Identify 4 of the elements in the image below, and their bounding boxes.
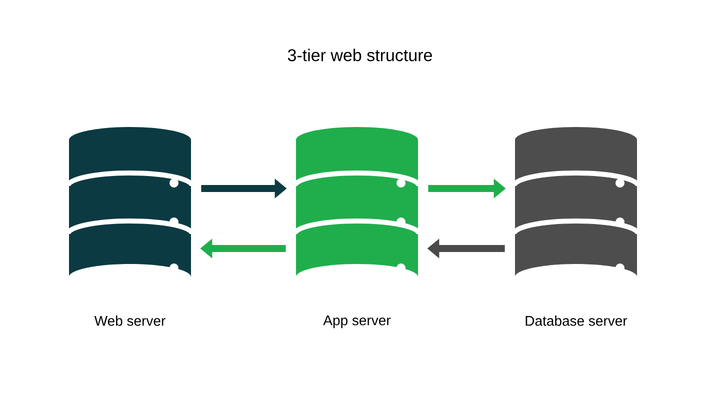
title: 3-tier web structure — [288, 48, 432, 62]
server-label: Web server — [94, 316, 166, 326]
server-label: App server — [323, 316, 391, 328]
server-label: Database server — [526, 316, 628, 326]
